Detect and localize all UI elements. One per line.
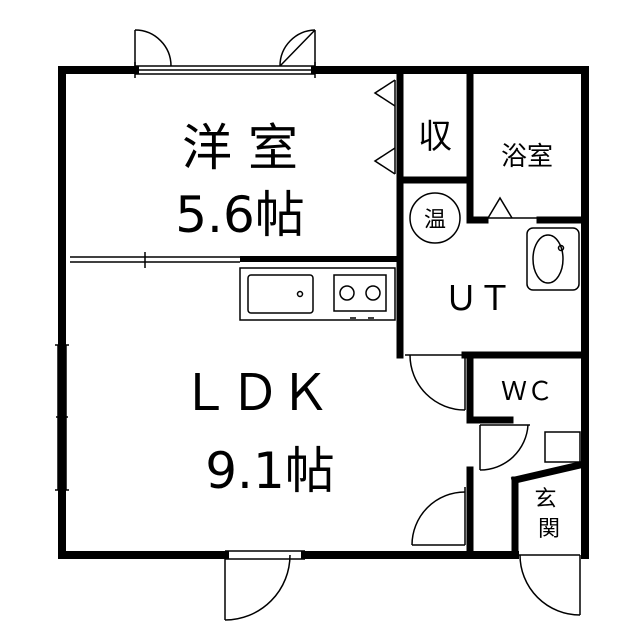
water-heater-circle: [409, 192, 461, 244]
window-top: [134, 62, 316, 78]
ldk-door: [411, 487, 466, 546]
window-left: [55, 344, 69, 491]
water-heater-label: 温: [424, 208, 446, 233]
door-top-left: [134, 29, 316, 67]
washbasin: [526, 227, 580, 291]
interior-walls: [396, 71, 589, 559]
storage-label: 収: [418, 117, 452, 157]
door-bottom: [224, 550, 305, 621]
entrance-label: 玄 関: [534, 487, 563, 542]
entrance-label-line1: 玄: [534, 487, 556, 512]
bathroom-door: [487, 196, 540, 219]
kitchen-counter: [239, 267, 396, 321]
western-room-size: 5.6帖: [175, 186, 305, 244]
bathroom-label: 浴室: [501, 142, 553, 172]
ldk-name: ＬＤＫ: [180, 364, 330, 422]
entrance-label-line2: 関: [538, 517, 560, 542]
ut-door: [405, 354, 466, 411]
door-entrance: [515, 554, 581, 616]
western-room-name: 洋 室: [182, 119, 298, 177]
utility-label: ＵＴ: [444, 279, 512, 319]
wc-door: [479, 424, 581, 471]
partition-sliding: [70, 252, 400, 268]
outer-walls: [58, 66, 589, 559]
closet-doors: [373, 79, 396, 175]
ldk-size: 9.1帖: [205, 442, 335, 500]
toilet-label: ＷＣ: [501, 377, 553, 407]
